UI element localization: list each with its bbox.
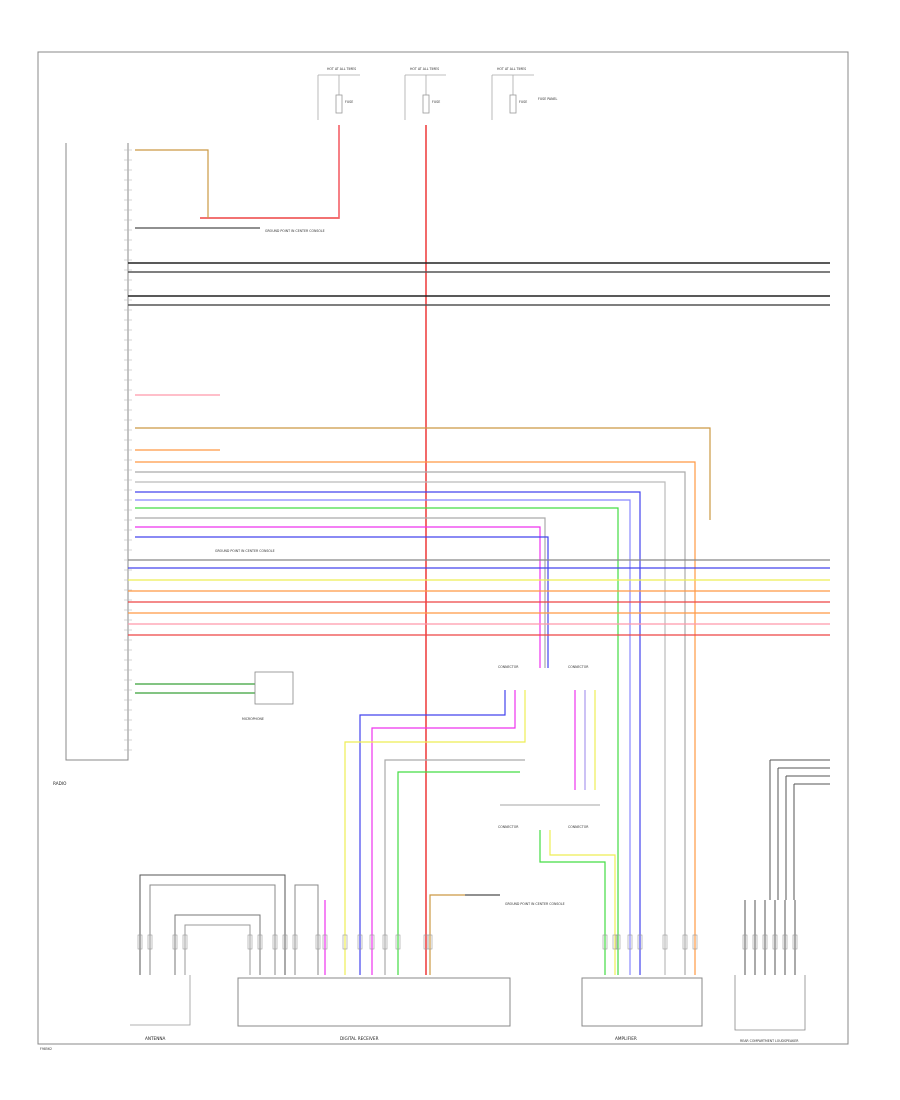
radio-module-outline bbox=[65, 143, 129, 761]
connector-pin bbox=[762, 934, 768, 950]
connectors-mid: CONNECTOR CONNECTOR CONNECTOR CONNECTOR bbox=[498, 665, 600, 829]
svg-text:REAR COMPARTMENT LOUDSPEAKER: REAR COMPARTMENT LOUDSPEAKER bbox=[740, 1039, 799, 1043]
fuse-1: HOT AT ALL TIMES FUSE bbox=[317, 67, 360, 120]
connector-pin bbox=[282, 934, 288, 950]
svg-text:CONNECTOR: CONNECTOR bbox=[498, 665, 519, 669]
svg-text:DIGITAL RECEIVER: DIGITAL RECEIVER bbox=[340, 1036, 379, 1041]
svg-text:CONNECTOR: CONNECTOR bbox=[568, 825, 589, 829]
bottom-connector-pins bbox=[137, 934, 798, 950]
svg-text:FUSE: FUSE bbox=[432, 100, 440, 104]
connector-pin bbox=[427, 934, 433, 950]
connector-pin bbox=[272, 934, 278, 950]
wire-red-fuse1 bbox=[200, 125, 340, 219]
svg-text:HOT AT ALL TIMES: HOT AT ALL TIMES bbox=[497, 67, 526, 71]
connector-pin bbox=[662, 934, 668, 950]
receiver-wires bbox=[344, 690, 616, 975]
svg-text:HOT AT ALL TIMES: HOT AT ALL TIMES bbox=[410, 67, 439, 71]
antenna-component: ANTENNA bbox=[130, 874, 286, 1041]
connector-pin bbox=[357, 934, 363, 950]
radio-pin-labels bbox=[124, 149, 132, 751]
connector-pin bbox=[292, 934, 298, 950]
svg-text:GROUND POINT IN CENTER CONSOLE: GROUND POINT IN CENTER CONSOLE bbox=[505, 902, 565, 906]
connector-pin bbox=[627, 934, 633, 950]
svg-text:MICROPHONE: MICROPHONE bbox=[242, 717, 264, 721]
radio-module-label: RADIO bbox=[53, 781, 67, 786]
svg-text:FUSE PANEL: FUSE PANEL bbox=[538, 97, 558, 101]
connector-pin bbox=[395, 934, 401, 950]
connector-pin bbox=[382, 934, 388, 950]
rear-speaker: REAR COMPARTMENT LOUDSPEAKER bbox=[734, 759, 830, 1043]
amplifier: AMPLIFIER bbox=[581, 977, 703, 1041]
fuse-3: HOT AT ALL TIMES FUSE FUSE PANEL bbox=[491, 67, 558, 120]
wire-brown-radio bbox=[135, 149, 209, 218]
connector-pin bbox=[792, 934, 798, 950]
svg-text:HOT AT ALL TIMES: HOT AT ALL TIMES bbox=[327, 67, 356, 71]
connector-pin bbox=[742, 934, 748, 950]
connector-pin bbox=[257, 934, 263, 950]
connector-pin bbox=[137, 934, 143, 950]
svg-text:FUSE: FUSE bbox=[345, 100, 353, 104]
connector-pin bbox=[322, 934, 328, 950]
connector-pin bbox=[615, 934, 621, 950]
ground-note-1: GROUND POINT IN CENTER CONSOLE bbox=[265, 229, 325, 233]
svg-text:CONNECTOR: CONNECTOR bbox=[498, 825, 519, 829]
bus-lines bbox=[128, 262, 830, 306]
svg-text:CONNECTOR: CONNECTOR bbox=[568, 665, 589, 669]
connector-pin bbox=[602, 934, 608, 950]
connector-pin bbox=[182, 934, 188, 950]
svg-text:AMPLIFIER: AMPLIFIER bbox=[615, 1036, 637, 1041]
connector-pin bbox=[772, 934, 778, 950]
connector-pin bbox=[752, 934, 758, 950]
connector-pin bbox=[682, 934, 688, 950]
connector-pin bbox=[342, 934, 348, 950]
svg-text:FUSE: FUSE bbox=[519, 100, 527, 104]
connector-pin bbox=[315, 934, 321, 950]
connector-pin bbox=[782, 934, 788, 950]
microphone: MICROPHONE bbox=[135, 671, 294, 721]
connector-pin bbox=[612, 934, 618, 950]
connector-pin bbox=[692, 934, 698, 950]
page-label: F98562 bbox=[40, 1047, 52, 1051]
diagram-frame bbox=[37, 51, 849, 1045]
connector-pin bbox=[147, 934, 153, 950]
connector-pin bbox=[369, 934, 375, 950]
connector-pin bbox=[247, 934, 253, 950]
fuse-2: HOT AT ALL TIMES FUSE bbox=[404, 67, 446, 120]
connector-pin bbox=[637, 934, 643, 950]
connector-pin bbox=[172, 934, 178, 950]
digital-receiver: DIGITAL RECEIVER GROUND POINT IN CENTER … bbox=[237, 884, 565, 1041]
svg-text:ANTENNA: ANTENNA bbox=[145, 1036, 165, 1041]
right-bus-bundle bbox=[128, 559, 830, 636]
note-center-console: GROUND POINT IN CENTER CONSOLE bbox=[215, 549, 275, 553]
signal-wires bbox=[135, 394, 711, 975]
